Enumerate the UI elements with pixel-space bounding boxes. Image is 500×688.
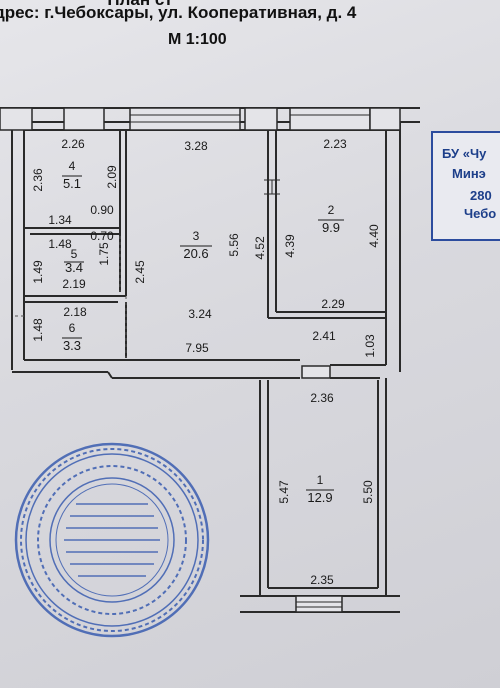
svg-text:0.90: 0.90 <box>90 203 114 217</box>
area-underlines <box>62 175 344 491</box>
room-number: 3 <box>193 229 200 243</box>
window-markers <box>0 107 401 613</box>
scale-label: М 1:100 <box>168 31 227 48</box>
bti-info-box: БУ «Чу Минэ 280 Чебо <box>431 131 500 241</box>
svg-text:2.29: 2.29 <box>321 297 345 311</box>
svg-text:2.19: 2.19 <box>62 277 86 291</box>
svg-text:2.09: 2.09 <box>105 165 119 189</box>
svg-text:Чебо: Чебо <box>464 206 496 221</box>
svg-text:1.03: 1.03 <box>363 334 377 358</box>
svg-text:2.41: 2.41 <box>312 329 336 343</box>
room-number: 6 <box>69 321 76 335</box>
room-area: 3.3 <box>63 338 81 353</box>
svg-text:5.56: 5.56 <box>227 233 241 257</box>
svg-text:Минэ: Минэ <box>452 166 486 181</box>
svg-text:4.39: 4.39 <box>283 234 297 258</box>
room-number: 4 <box>69 159 76 173</box>
svg-text:1.48: 1.48 <box>31 318 45 342</box>
svg-text:1.75: 1.75 <box>97 242 111 266</box>
room-area: 9.9 <box>322 220 340 235</box>
svg-text:4.40: 4.40 <box>367 224 381 248</box>
door-openings <box>12 236 127 358</box>
room-number: 1 <box>317 473 324 487</box>
address-line: дрес: г.Чебоксары, ул. Кооперативная, д.… <box>0 3 357 22</box>
svg-text:3.24: 3.24 <box>188 307 212 321</box>
svg-text:0.70: 0.70 <box>90 229 114 243</box>
svg-text:5.47: 5.47 <box>277 480 291 504</box>
svg-text:1.34: 1.34 <box>48 213 72 227</box>
svg-text:4.52: 4.52 <box>253 236 267 260</box>
svg-text:3.28: 3.28 <box>184 139 208 153</box>
svg-text:7.95: 7.95 <box>185 341 209 355</box>
room-area: 5.1 <box>63 176 81 191</box>
svg-text:2.45: 2.45 <box>133 260 147 284</box>
svg-text:280: 280 <box>470 188 492 203</box>
room-area: 12.9 <box>307 490 332 505</box>
plan-title: План ст <box>40 0 240 10</box>
svg-text:2.36: 2.36 <box>31 168 45 192</box>
svg-text:БУ «Чу: БУ «Чу <box>442 146 487 161</box>
svg-text:1.49: 1.49 <box>31 260 45 284</box>
svg-text:1.48: 1.48 <box>48 237 72 251</box>
room-labels: 4 5.1 3 20.6 2 9.9 5 3.4 6 3.3 1 12.9 <box>63 159 340 505</box>
room-number: 5 <box>71 247 78 261</box>
svg-text:2.35: 2.35 <box>310 573 334 587</box>
room-area: 3.4 <box>65 260 83 275</box>
dimension-labels: 2.26 3.28 2.23 1.34 0.90 0.70 1.48 2.19 … <box>31 137 381 587</box>
svg-text:5.50: 5.50 <box>361 480 375 504</box>
svg-text:2.23: 2.23 <box>323 137 347 151</box>
svg-text:2.36: 2.36 <box>310 391 334 405</box>
window-hatches <box>130 114 370 608</box>
room-number: 2 <box>328 203 335 217</box>
svg-text:2.26: 2.26 <box>61 137 85 151</box>
official-seal-icon <box>14 442 210 638</box>
room-area: 20.6 <box>183 246 208 261</box>
svg-text:2.18: 2.18 <box>63 305 87 319</box>
